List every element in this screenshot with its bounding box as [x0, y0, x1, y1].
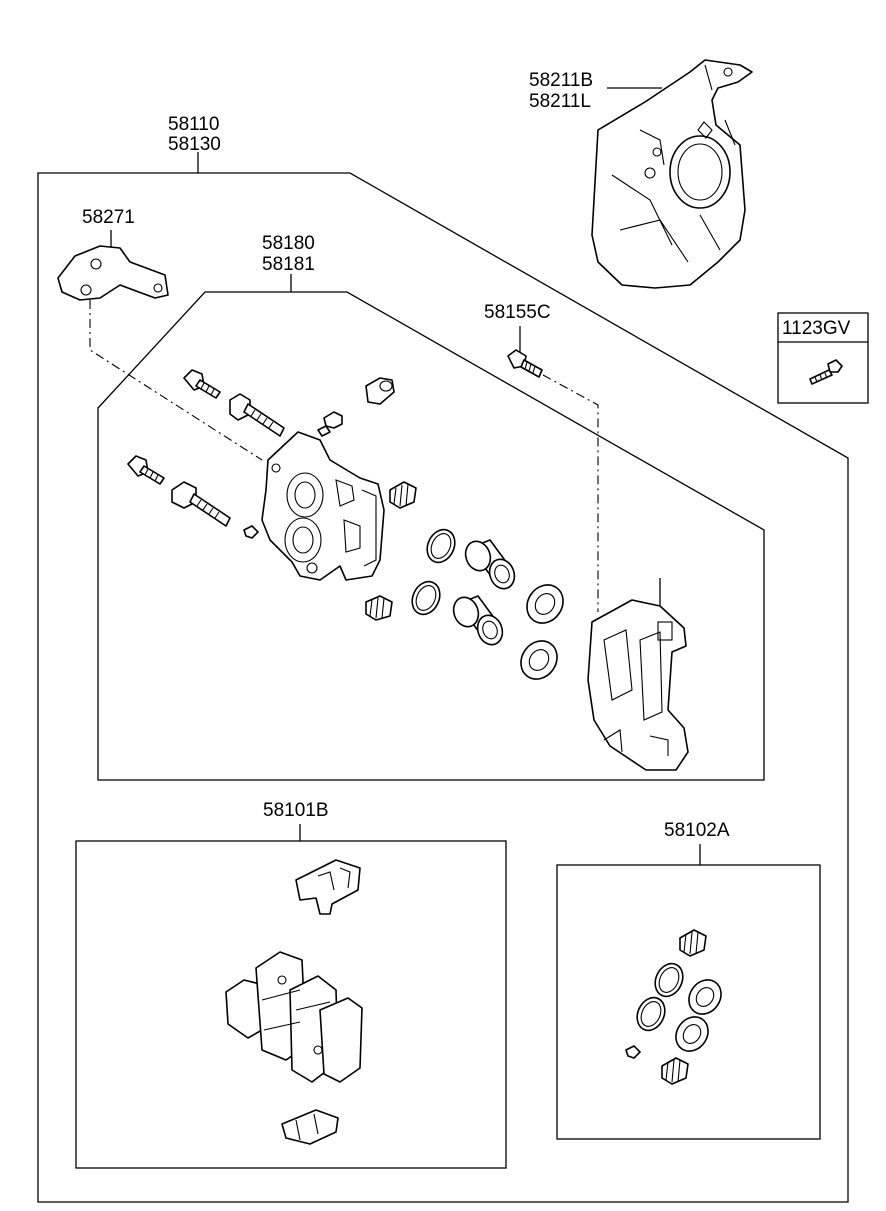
bleeder-cap[interactable]	[365, 377, 395, 405]
caliper-outline	[97, 291, 765, 781]
piston-upper[interactable]	[462, 538, 519, 592]
pad-clip-upper[interactable]	[295, 859, 361, 915]
seal-kit-ring-2[interactable]	[632, 993, 670, 1035]
dust-cover-label-2[interactable]: 58211L	[529, 91, 591, 112]
seal-kit-ring-1[interactable]	[650, 959, 688, 1001]
caliper-label-1[interactable]: 58180	[262, 233, 315, 254]
guide-bolt-lower-long[interactable]	[171, 481, 231, 527]
guide-bolt-lower-short[interactable]	[127, 455, 165, 485]
screw-box	[777, 312, 869, 404]
small-pin[interactable]	[243, 525, 259, 539]
assembly-label-1[interactable]: 58110	[168, 114, 219, 135]
caliper-housing[interactable]	[261, 431, 385, 581]
dust-cover-part[interactable]	[591, 59, 753, 289]
dust-boot-lower[interactable]	[514, 634, 565, 686]
piston-seal-upper[interactable]	[422, 525, 460, 567]
bracket-label[interactable]: 58271	[82, 207, 135, 228]
seal-kit-boot-upper[interactable]	[679, 929, 707, 957]
seal-kit-dust-boot-2[interactable]	[669, 1011, 714, 1058]
pad-kit-label[interactable]: 58101B	[263, 800, 329, 821]
screw-box-label[interactable]: 1123GV	[782, 318, 851, 339]
bolt-dash-line	[542, 374, 599, 612]
pad-clip-lower[interactable]	[281, 1109, 339, 1145]
guide-boot-upper[interactable]	[389, 481, 417, 509]
seal-kit-box	[556, 864, 821, 1140]
seal-kit-boot-lower[interactable]	[661, 1057, 689, 1085]
screw-1123gv-part[interactable]	[809, 359, 843, 385]
bracket-part[interactable]	[57, 245, 169, 301]
seal-kit-dust-boot-1[interactable]	[682, 974, 727, 1021]
caliper-label-2[interactable]: 58181	[262, 254, 315, 275]
dust-cover-label-1[interactable]: 58211B	[529, 70, 593, 91]
guide-boot-lower[interactable]	[365, 595, 393, 621]
piston-lower[interactable]	[450, 594, 507, 648]
seal-kit-pin[interactable]	[625, 1045, 641, 1059]
guide-bolt-upper-long[interactable]	[229, 393, 285, 437]
assembly-label-2[interactable]: 58130	[168, 134, 221, 155]
pad-kit-box	[75, 840, 507, 1169]
guide-bolt-upper-short[interactable]	[183, 369, 221, 399]
assembly-outline	[37, 172, 849, 1203]
bolt-label[interactable]: 58155C	[484, 302, 551, 323]
bleeder-screw[interactable]	[317, 411, 343, 437]
dust-boot-upper[interactable]	[520, 578, 571, 630]
piston-seal-lower[interactable]	[407, 577, 445, 619]
caliper-carrier[interactable]	[587, 578, 689, 771]
brake-pads[interactable]	[225, 951, 363, 1083]
bolt-58155c-part[interactable]	[507, 349, 543, 378]
seal-kit-label[interactable]: 58102A	[664, 820, 730, 841]
